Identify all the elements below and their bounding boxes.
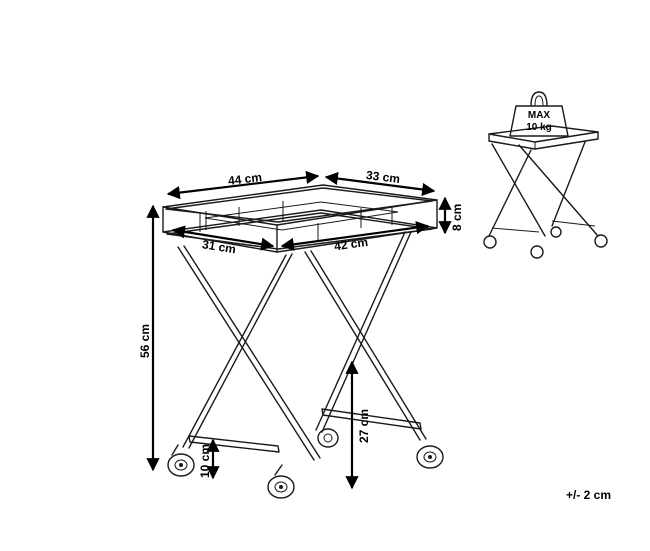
tolerance-note: +/- 2 cm [566, 488, 612, 502]
label-wheel-height: 10 cm [198, 444, 212, 478]
label-width-inner: 42 cm [333, 235, 369, 254]
dimension-lines [146, 170, 452, 490]
label-frame-height: 27 cm [357, 409, 371, 443]
label-total-height: 56 cm [138, 324, 152, 358]
caster-back-left [317, 428, 339, 448]
caster-front-left [167, 444, 195, 477]
caster-back-right [416, 445, 444, 469]
load-label: MAX [528, 110, 551, 121]
load-value: 10 kg [526, 122, 552, 133]
caster-front-right [267, 464, 295, 499]
load-capacity-drawing [483, 91, 608, 259]
label-depth-inner: 31 cm [201, 237, 237, 256]
label-tray-height: 8 cm [450, 204, 464, 231]
label-depth-top: 33 cm [365, 168, 400, 186]
label-width-top: 44 cm [227, 170, 262, 188]
